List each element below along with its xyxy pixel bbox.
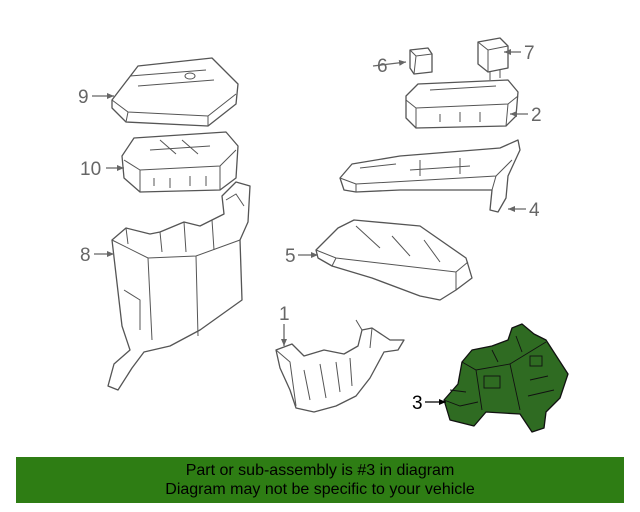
callout-6-leader: [372, 59, 407, 67]
banner-line-2: Diagram may not be specific to your vehi…: [165, 481, 475, 498]
info-banner: Part or sub-assembly is #3 in diagram Di…: [16, 457, 624, 503]
callout-7: 7: [524, 43, 535, 64]
callout-4: 4: [529, 200, 540, 221]
parts-diagram: 6 7 9 2 10 4 8 5 1 3: [78, 37, 569, 433]
part-4-rail[interactable]: [339, 139, 521, 213]
banner-line-1: Part or sub-assembly is #3 in diagram: [185, 462, 455, 479]
part-3-junction-block[interactable]: [443, 323, 569, 433]
callout-2: 2: [531, 105, 542, 126]
part-8-tray[interactable]: [107, 181, 251, 391]
callout-8: 8: [80, 245, 91, 266]
callout-5: 5: [285, 246, 296, 267]
callout-9: 9: [78, 87, 89, 108]
part-5-block[interactable]: [315, 219, 473, 301]
part-10-relay-block[interactable]: [121, 131, 239, 193]
callout-10: 10: [80, 159, 101, 180]
part-2-fuse-block[interactable]: [405, 79, 519, 129]
part-1-bracket[interactable]: [275, 319, 405, 413]
callout-1: 1: [279, 304, 290, 325]
callout-3: 3: [412, 393, 423, 414]
part-6-fuse[interactable]: [409, 47, 433, 75]
part-7-relay[interactable]: [477, 37, 509, 80]
callout-6: 6: [377, 56, 388, 77]
part-9-cover[interactable]: [111, 57, 239, 127]
